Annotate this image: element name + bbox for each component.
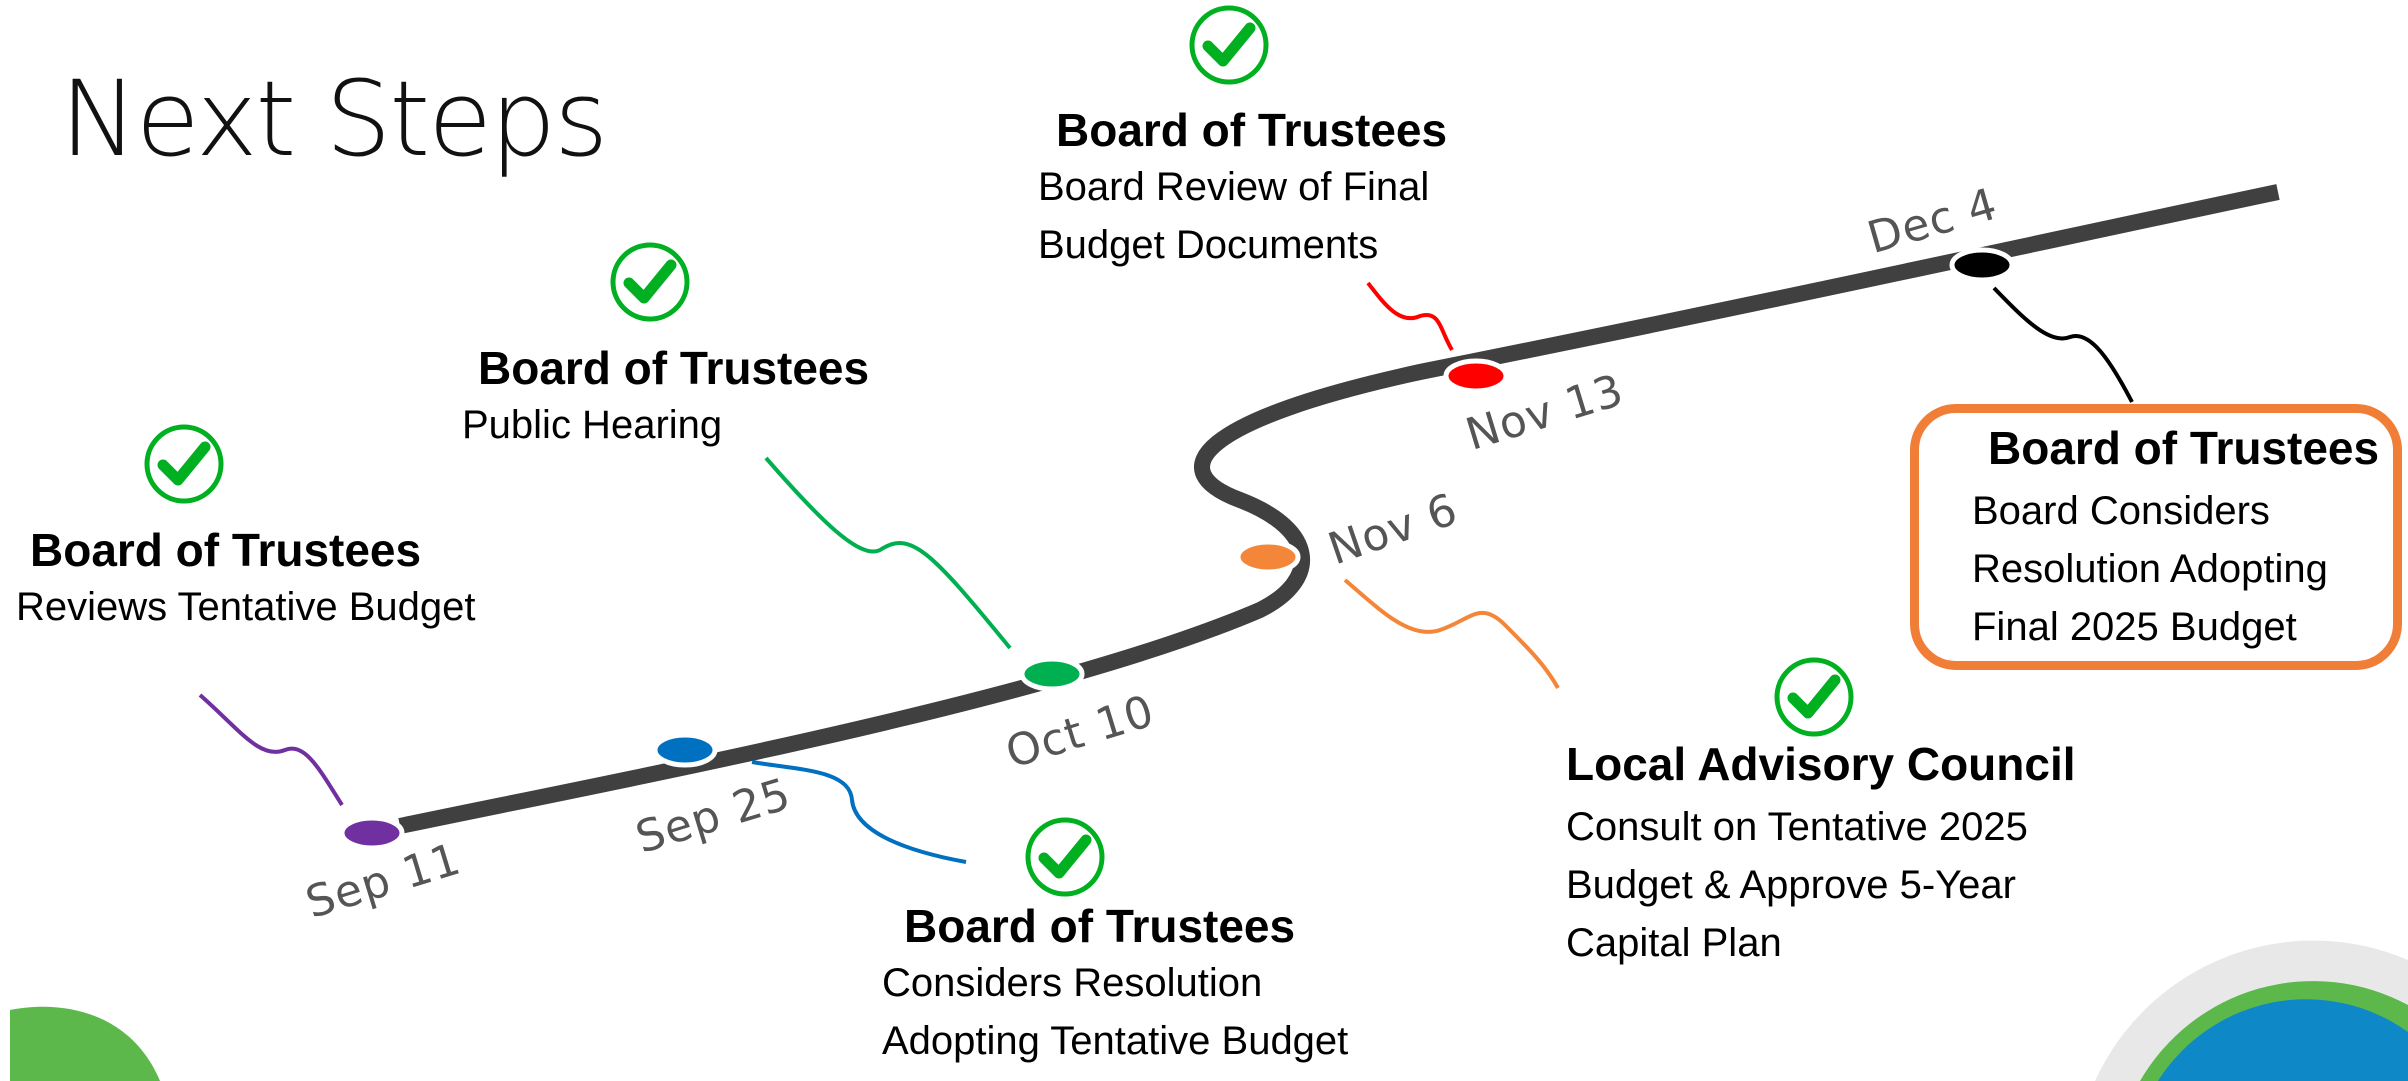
- milestone-dot-nov13[interactable]: [1443, 358, 1509, 394]
- event-sep11: Board of Trustees Reviews Tentative Budg…: [16, 522, 476, 636]
- event-description-line: Capital Plan: [1566, 921, 1782, 965]
- connector-sep11: [198, 693, 344, 807]
- check-icon-sep11: [144, 424, 224, 504]
- event-heading: Local Advisory Council: [1566, 738, 2076, 790]
- event-description-line: Board Considers: [1972, 489, 2270, 533]
- milestone-dot-sep11[interactable]: [339, 815, 405, 851]
- event-description-line: Budget Documents: [1038, 223, 1379, 267]
- event-heading: Board of Trustees: [904, 900, 1296, 952]
- event-description-line: Consult on Tentative 2025: [1566, 805, 2028, 849]
- milestone-dot-nov6[interactable]: [1235, 539, 1301, 575]
- check-icon-sep25: [1025, 817, 1105, 897]
- event-heading: Board of Trustees: [1988, 422, 2380, 474]
- event-oct10: Board of Trustees Public Hearing: [462, 340, 869, 454]
- event-nov13: Board of Trustees Board Review of Final …: [1038, 102, 1447, 274]
- connector-nov13: [1366, 281, 1454, 352]
- event-description-line: Adopting Tentative Budget: [882, 1019, 1349, 1063]
- event-heading: Board of Trustees: [478, 342, 870, 394]
- event-description-line: Board Review of Final: [1038, 165, 1430, 209]
- event-nov6: Local Advisory Council Consult on Tentat…: [1566, 736, 2076, 972]
- event-description-line: Budget & Approve 5-Year: [1566, 863, 2016, 907]
- event-heading: Board of Trustees: [1056, 104, 1448, 156]
- connector-sep25: [751, 760, 967, 864]
- decorative-corner-circle-logo-core: [2158, 999, 2408, 1081]
- milestone-dot-dec4[interactable]: [1949, 247, 2015, 283]
- event-description-line: Resolution Adopting: [1972, 547, 2328, 591]
- event-sep25: Board of Trustees Considers Resolution A…: [882, 898, 1348, 1070]
- decorative-corner-green-shape: [10, 1006, 160, 1081]
- event-description-line: Considers Resolution: [882, 961, 1263, 1005]
- event-description-line: Final 2025 Budget: [1972, 605, 2297, 649]
- connector-dec4: [1992, 286, 2134, 403]
- connector-nov6: [1343, 578, 1560, 689]
- event-description-line: Reviews Tentative Budget: [16, 585, 476, 629]
- check-icon-nov13: [1189, 5, 1269, 85]
- slide-title: Next Steps: [60, 58, 608, 180]
- check-icon-oct10: [610, 242, 690, 322]
- milestone-dot-oct10[interactable]: [1019, 656, 1085, 692]
- event-dec4: Board of Trustees Board Considers Resolu…: [1972, 420, 2379, 656]
- event-heading: Board of Trustees: [30, 524, 422, 576]
- event-description-line: Public Hearing: [462, 403, 723, 447]
- upcoming-step-highlight-box: [1910, 404, 2402, 670]
- check-icon-nov6: [1774, 657, 1854, 737]
- connector-oct10: [764, 456, 1012, 650]
- milestone-dot-sep25[interactable]: [652, 732, 718, 768]
- timeline-road: [398, 184, 2280, 834]
